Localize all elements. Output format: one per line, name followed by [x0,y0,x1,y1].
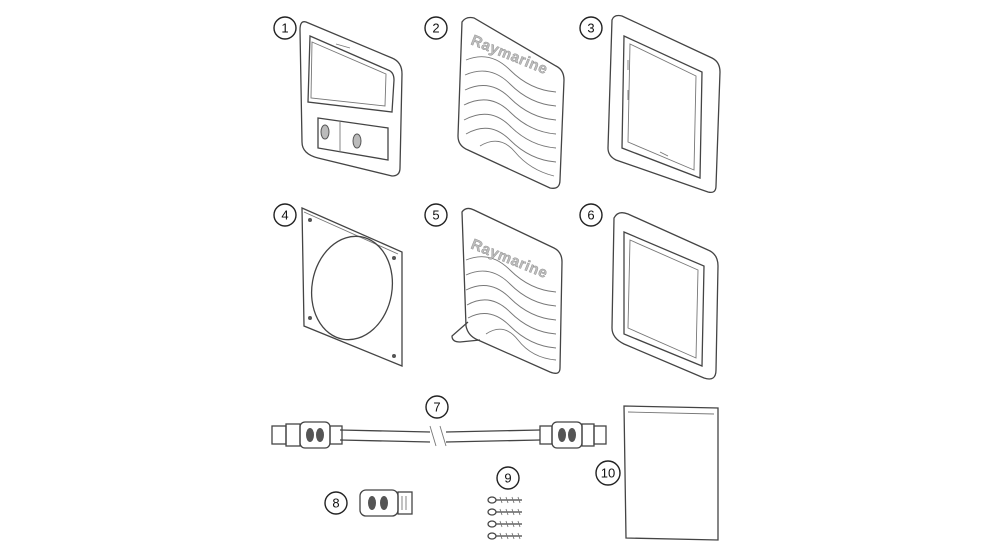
callout-10-label: 10 [601,466,615,481]
item-9-screws [487,496,522,540]
callout-7: 7 [425,395,449,419]
callout-9-label: 9 [504,471,511,486]
callout-2: 2 [424,16,448,40]
callout-1: 1 [273,16,297,40]
item-5-rear-cover: Raymarine [451,207,563,374]
callout-8-label: 8 [332,496,339,511]
callout-4-label: 4 [281,208,288,223]
brand-mark-5: Raymarine [469,236,551,282]
callout-1-label: 1 [281,21,288,36]
item-10-documentation [623,405,719,541]
item-3-trim-bezel [607,14,721,194]
item-2-sun-cover: Raymarine [457,16,565,189]
callout-5: 5 [424,203,448,227]
callout-3-label: 3 [587,21,594,36]
callout-6: 6 [579,203,603,227]
callout-7-label: 7 [433,400,440,415]
item-7-cable [271,421,607,449]
item-8-terminator [359,489,413,517]
callout-9: 9 [496,466,520,490]
callout-6-label: 6 [587,208,594,223]
callout-3: 3 [579,16,603,40]
callout-5-label: 5 [432,208,439,223]
callout-8: 8 [324,491,348,515]
callout-10: 10 [595,460,621,486]
item-4-gasket [301,206,403,367]
callout-2-label: 2 [432,21,439,36]
item-1-display-unit [299,21,403,177]
callout-4: 4 [273,203,297,227]
item-6-rear-frame [611,212,719,380]
